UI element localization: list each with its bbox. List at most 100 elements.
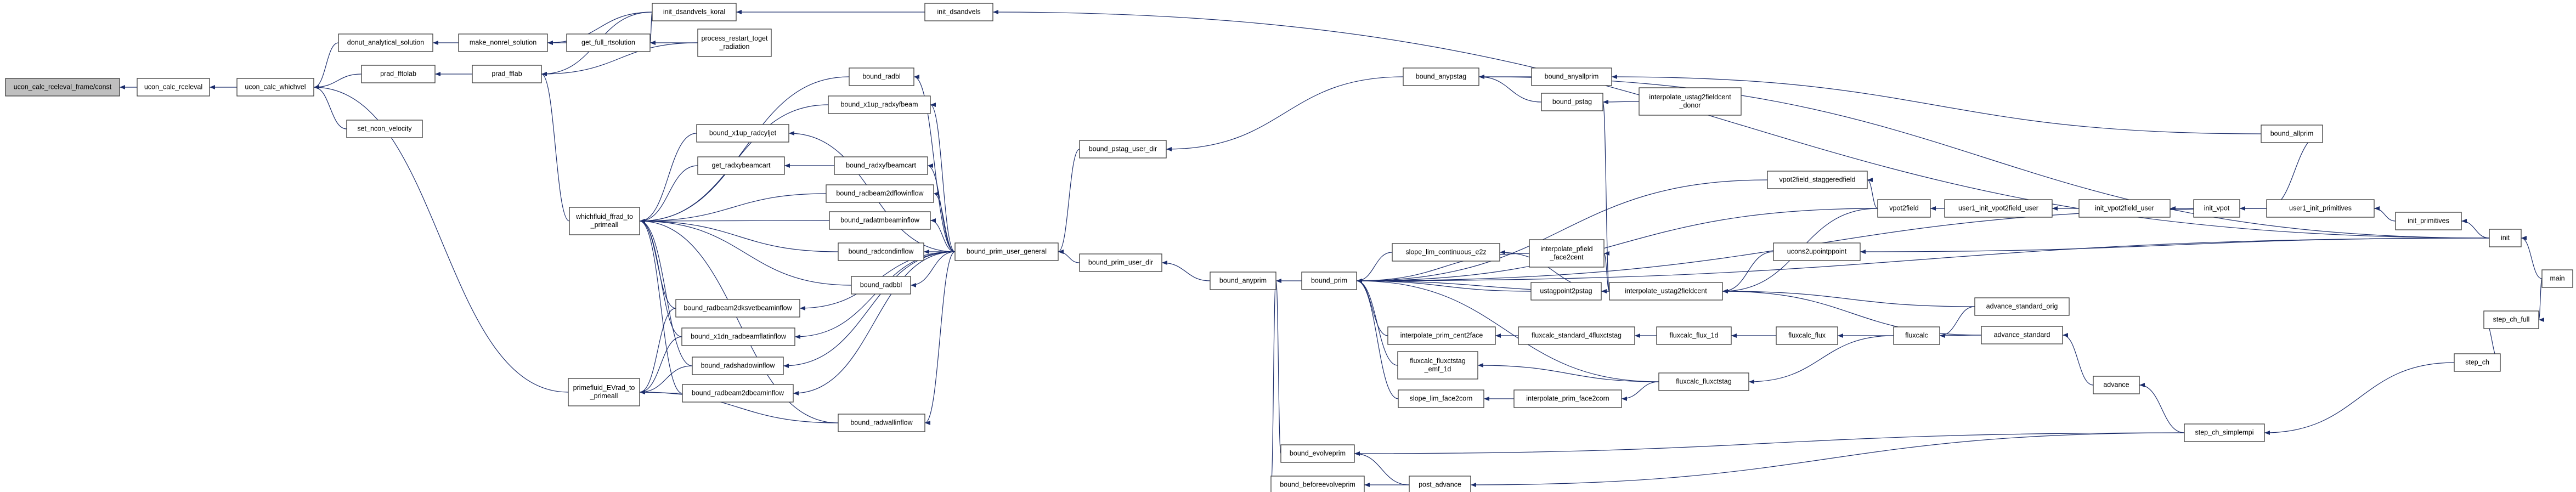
function-node-fluxcalc-flux[interactable]: fluxcalc_flux — [1776, 326, 1838, 345]
call-edge — [313, 85, 569, 393]
function-node-bound-radbeam2dbeaminflow[interactable]: bound_radbeam2dbeaminflow — [682, 384, 794, 403]
arrowhead-icon — [1484, 397, 1489, 401]
function-node-interpolate-prim-face2corn[interactable]: interpolate_prim_face2corn — [1513, 389, 1622, 408]
function-node-ustagpoint2pstag[interactable]: ustagpoint2pstag — [1530, 282, 1602, 301]
function-node-bound-allprim[interactable]: bound_allprim — [2261, 125, 2323, 143]
function-node-bound-radbeam2dksvetbeaminflow[interactable]: bound_radbeam2dksvetbeaminflow — [675, 299, 800, 318]
function-node-ucon-calc-whichvel[interactable]: ucon_calc_whichvel — [236, 78, 314, 97]
function-node-bound-radatmbeaminflow[interactable]: bound_radatmbeaminflow — [829, 211, 931, 230]
function-node-prad-fftolab[interactable]: prad_fftolab — [361, 65, 436, 83]
function-node-advance[interactable]: advance — [2093, 376, 2140, 394]
function-node-prad-fflab[interactable]: prad_fflab — [472, 65, 542, 83]
function-node-fluxcalc-fluxctstag[interactable]: fluxcalc_fluxctstag — [1658, 372, 1749, 391]
call-edge — [1477, 363, 1659, 382]
function-node-init-vpot2field-user[interactable]: init_vpot2field_user — [2078, 199, 2171, 218]
function-node-donut-analytical-solution[interactable]: donut_analytical_solution — [338, 33, 433, 52]
function-node-primefluid-EVrad-to-primeall[interactable]: primefluid_EVrad_to_primeall — [568, 378, 640, 406]
function-node-bound-radwallinflow[interactable]: bound_radwallinflow — [838, 414, 925, 432]
function-node-bound-anyallprim[interactable]: bound_anyallprim — [1531, 67, 1612, 86]
function-node-init-vpot[interactable]: init_vpot — [2193, 199, 2240, 218]
node-box — [2541, 269, 2573, 288]
arrowhead-icon — [930, 103, 936, 107]
function-node-bound-radbeam2dflowinflow[interactable]: bound_radbeam2dflowinflow — [826, 184, 934, 203]
call-edge — [793, 251, 956, 395]
node-box — [361, 65, 436, 83]
arrowhead-icon — [1495, 333, 1501, 338]
function-node-interpolate-ustag2fieldcent-donor[interactable]: interpolate_ustag2fieldcent_donor — [1639, 87, 1742, 116]
function-node-init-primitives[interactable]: init_primitives — [2395, 212, 2462, 230]
function-node-bound-prim-user-dir[interactable]: bound_prim_user_dir — [1079, 253, 1162, 272]
arrowhead-icon — [2063, 333, 2068, 337]
call-edge — [639, 219, 852, 286]
function-node-init[interactable]: init — [2489, 229, 2522, 247]
function-node-post-advance[interactable]: post_advance — [1409, 476, 1471, 492]
function-node-fluxcalc-standard-4fluxctstag[interactable]: fluxcalc_standard_4fluxctstag — [1518, 326, 1635, 345]
call-edge — [313, 85, 347, 129]
node-label: set_ncon_velocity — [357, 125, 412, 133]
function-node-get-full-rtsolution[interactable]: get_full_rtsolution — [566, 33, 651, 52]
function-node-fluxcalc-fluxctstag-emf-1d[interactable]: fluxcalc_fluxctstag_emf_1d — [1397, 351, 1478, 380]
function-node-ucon-calc-rceleval[interactable]: ucon_calc_rceleval — [137, 78, 210, 97]
function-node-vpot2field[interactable]: vpot2field — [1877, 199, 1931, 218]
arrowhead-icon — [1603, 100, 1608, 104]
function-node-bound-x1dn-radbeamflatinflow[interactable]: bound_x1dn_radbeamflatinflow — [681, 327, 795, 346]
node-label: init_vpot — [2204, 205, 2230, 212]
function-node-bound-pstag-user-dir[interactable]: bound_pstag_user_dir — [1079, 140, 1167, 159]
function-node-slope-lim-continuous-e2z[interactable]: slope_lim_continuous_e2z — [1392, 243, 1500, 262]
function-node-interpolate-prim-cent2face[interactable]: interpolate_prim_cent2face — [1387, 326, 1496, 345]
node-box — [1974, 297, 2070, 316]
node-label: bound_radbbl — [860, 281, 902, 289]
function-node-process-restart-toget-radiation[interactable]: process_restart_toget_radiation — [697, 29, 772, 57]
node-label: _primeall — [590, 392, 618, 400]
function-node-step-ch[interactable]: step_ch — [2454, 353, 2501, 372]
function-node-vpot2field-staggeredfield[interactable]: vpot2field_staggeredfield — [1767, 171, 1868, 189]
function-node-slope-lim-face2corn[interactable]: slope_lim_face2corn — [1398, 389, 1484, 408]
node-box — [828, 95, 931, 114]
function-node-init-dsandvels[interactable]: init_dsandvels — [924, 3, 993, 21]
function-node-user1-init-vpot2field-user[interactable]: user1_init_vpot2field_user — [1944, 199, 2053, 218]
function-node-advance-standard-orig[interactable]: advance_standard_orig — [1974, 297, 2070, 316]
node-label: bound_evolveprim — [1290, 450, 1346, 457]
function-node-whichfluid-ffrad-to-primeall[interactable]: whichfluid_ffrad_to_primeall — [569, 207, 640, 235]
function-node-bound-anypstag[interactable]: bound_anypstag — [1403, 67, 1479, 86]
node-box — [697, 29, 772, 57]
node-box — [1944, 199, 2053, 218]
node-label: ucon_calc_rceleval — [144, 83, 202, 91]
function-node-get-radxybeamcart[interactable]: get_radxybeamcart — [697, 156, 785, 175]
arrowhead-icon — [925, 421, 930, 425]
function-node-fluxcalc[interactable]: fluxcalc — [1893, 326, 1940, 345]
function-node-interpolate-pfield-face2cent[interactable]: interpolate_pfield_face2cent — [1529, 239, 1605, 268]
function-node-fluxcalc-flux-1d[interactable]: fluxcalc_flux_1d — [1656, 326, 1732, 345]
function-node-bound-prim[interactable]: bound_prim — [1301, 272, 1357, 290]
node-label: bound_radbeam2dflowinflow — [836, 190, 924, 197]
function-node-step-ch-simplempi[interactable]: step_ch_simplempi — [2184, 423, 2265, 442]
function-node-bound-radcondinflow[interactable]: bound_radcondinflow — [838, 242, 924, 261]
node-label: _face2cent — [1549, 253, 1584, 261]
function-node-bound-prim-user-general[interactable]: bound_prim_user_general — [954, 242, 1059, 261]
function-node-bound-pstag[interactable]: bound_pstag — [1541, 93, 1603, 111]
function-node-advance-standard[interactable]: advance_standard — [1981, 326, 2063, 344]
function-node-bound-beforeevolveprim[interactable]: bound_beforeevolveprim — [1270, 476, 1365, 492]
function-node-bound-anyprim[interactable]: bound_anyprim — [1210, 272, 1276, 290]
function-node-interpolate-ustag2fieldcent[interactable]: interpolate_ustag2fieldcent — [1609, 282, 1723, 301]
function-node-bound-evolveprim[interactable]: bound_evolveprim — [1280, 444, 1355, 463]
call-edge — [930, 103, 956, 252]
function-node-bound-x1up-radcyljet[interactable]: bound_x1up_radcyljet — [696, 124, 789, 143]
function-node-main[interactable]: main — [2541, 269, 2573, 288]
function-node-ucon-calc-rceleval-frame[interactable]: ucon_calc_rceleval_frame/const — [5, 78, 120, 97]
function-node-bound-radxyfbeamcart[interactable]: bound_radxyfbeamcart — [834, 156, 928, 175]
node-label: init_primitives — [2408, 217, 2449, 225]
function-node-make-nonrel-solution[interactable]: make_nonrel_solution — [458, 33, 548, 52]
function-node-set-ncon-velocity[interactable]: set_ncon_velocity — [346, 120, 423, 138]
node-label: bound_allprim — [2270, 130, 2314, 138]
function-node-bound-radbbl[interactable]: bound_radbbl — [851, 276, 911, 295]
function-node-user1-init-primitives[interactable]: user1_init_primitives — [2266, 199, 2375, 218]
function-node-ucons2upointppoint[interactable]: ucons2upointppoint — [1773, 242, 1861, 261]
function-node-bound-x1up-radxyfbeam[interactable]: bound_x1up_radxyfbeam — [828, 95, 931, 114]
node-box — [236, 78, 314, 97]
function-node-bound-radbl[interactable]: bound_radbl — [849, 67, 914, 86]
call-edge — [1867, 178, 1878, 209]
function-node-init-dsandvels-koral[interactable]: init_dsandvels_koral — [652, 3, 737, 21]
function-node-step-ch-full[interactable]: step_ch_full — [2483, 310, 2539, 329]
function-node-bound-radshadowinflow[interactable]: bound_radshadowinflow — [692, 357, 784, 375]
